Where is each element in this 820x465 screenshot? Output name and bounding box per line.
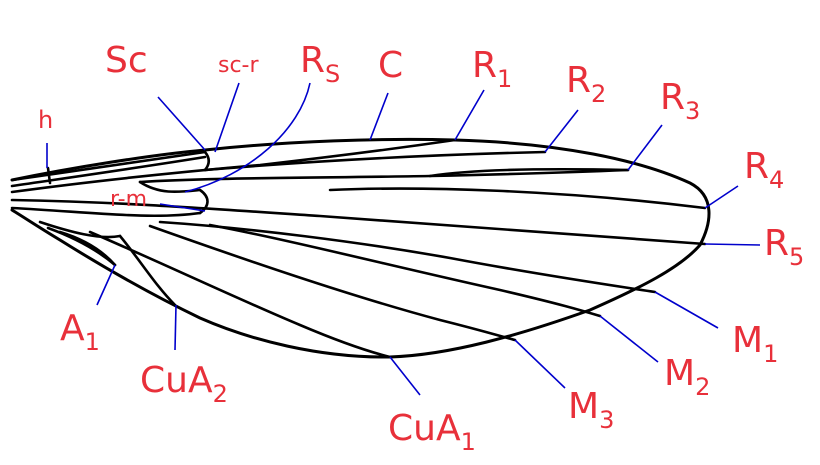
r3-leader: [627, 124, 663, 171]
r5-vein: [10, 198, 707, 246]
r5-leader: [704, 243, 761, 246]
rs-leader: [184, 82, 311, 193]
sc-leader: [157, 96, 206, 151]
label-c: C: [378, 45, 403, 86]
cua2-leader: [174, 304, 177, 351]
m2-leader: [599, 315, 659, 363]
costa-base: [10, 150, 207, 182]
label-r1: R1: [472, 45, 512, 93]
label-m1: M1: [732, 320, 778, 368]
c-leader: [369, 92, 389, 141]
label-r2: R2: [566, 60, 606, 108]
label-m2: M2: [664, 353, 710, 401]
anal-fold: [58, 230, 117, 267]
label-r4-main: R: [744, 146, 769, 187]
label-sc: Sc: [105, 40, 148, 81]
h-vein: [46, 166, 52, 185]
sc-r-crossvein: [203, 150, 211, 172]
label-m3: M3: [568, 386, 614, 434]
label-a1-sub: 1: [85, 328, 100, 356]
a1-leader: [96, 264, 116, 306]
label-r1-sub: 1: [497, 65, 512, 93]
label-a1-main: A: [60, 308, 85, 349]
label-rs: RS: [300, 40, 340, 88]
cua2-vein: [118, 234, 177, 307]
label-a1: A1: [60, 308, 100, 356]
label-r3: R3: [660, 77, 700, 125]
r4-vein: [328, 187, 707, 210]
label-rs-sub: S: [325, 60, 340, 88]
label-cua2-sub: 2: [213, 380, 228, 408]
label-m2-main: M: [664, 353, 695, 394]
label-r1-main: R: [472, 45, 497, 86]
label-r5-main: R: [764, 223, 789, 264]
cu-stem: [38, 220, 122, 239]
label-r3-main: R: [660, 77, 685, 118]
label-h: h: [38, 106, 53, 134]
m2-vein: [208, 223, 602, 318]
media-stem: [10, 206, 202, 218]
label-sc-r: sc-r: [218, 53, 259, 78]
label-cua1-main: CuA: [388, 408, 461, 449]
m1-leader: [654, 291, 719, 329]
r2-leader: [544, 109, 579, 153]
label-rs-main: R: [300, 40, 325, 81]
m3-vein: [148, 224, 517, 342]
label-m2-sub: 2: [695, 373, 710, 401]
r2-vein: [203, 150, 547, 172]
label-m3-sub: 3: [599, 406, 614, 434]
label-r4: R4: [744, 146, 784, 194]
label-r2-main: R: [566, 60, 591, 101]
rs-vein: [138, 168, 630, 184]
label-m1-main: M: [732, 320, 763, 361]
label-rm: r-m: [110, 187, 147, 212]
subcosta-vein: [10, 155, 207, 188]
label-m3-main: M: [568, 386, 599, 427]
label-cua1: CuA1: [388, 408, 476, 456]
rm-leader: [159, 203, 206, 212]
r4-leader: [704, 185, 739, 209]
label-cua2: CuA2: [140, 360, 228, 408]
label-m1-sub: 1: [763, 340, 778, 368]
sc-r-leader: [214, 82, 240, 153]
label-r4-sub: 4: [769, 166, 784, 194]
label-cua1-sub: 1: [461, 428, 476, 456]
label-r5: R5: [764, 223, 804, 271]
label-r5-sub: 5: [789, 243, 804, 271]
label-cua2-main: CuA: [140, 360, 213, 401]
m3-leader: [514, 339, 566, 389]
cua1-leader: [389, 356, 421, 396]
cua1-vein: [88, 230, 392, 359]
label-r3-sub: 3: [685, 97, 700, 125]
m1-vein: [158, 220, 657, 294]
r1-leader: [454, 89, 485, 141]
r3-branch: [428, 167, 630, 178]
wing-outline: [10, 137, 711, 359]
label-r2-sub: 2: [591, 80, 606, 108]
rs-loop: [138, 180, 202, 194]
